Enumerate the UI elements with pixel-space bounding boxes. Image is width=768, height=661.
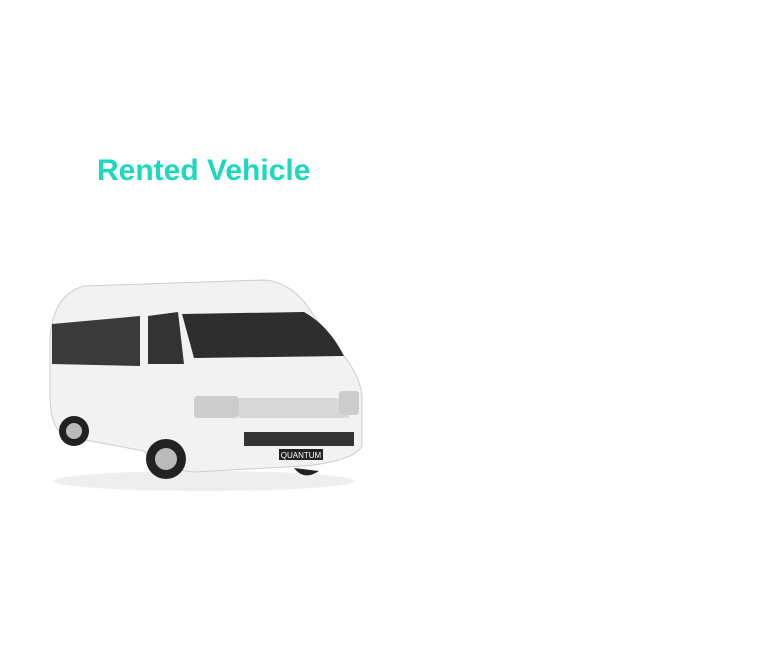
plate-text: QUANTUM <box>281 451 322 460</box>
vehicle-image: QUANTUM <box>49 279 363 491</box>
page-title: Rented Vehicle <box>97 154 311 187</box>
